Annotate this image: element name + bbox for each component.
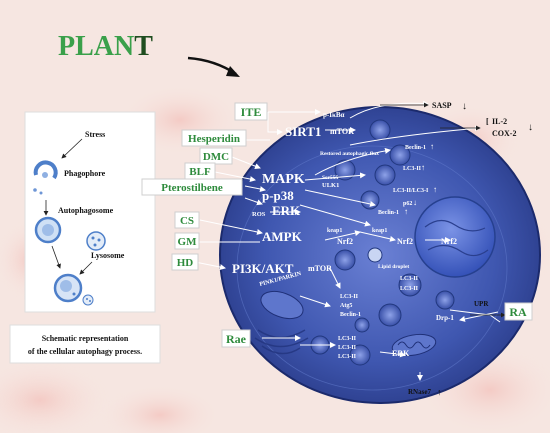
mtor-label-2: mTOR <box>308 264 332 273</box>
autolysosome-icon <box>53 273 83 303</box>
compound-labels: ITE Hesperidin DMC BLF Pterostilbene CS … <box>141 102 533 348</box>
lc3ii-label-1: LC3-II <box>403 166 422 172</box>
autophagosome-label: Autophagosome <box>58 206 114 215</box>
lipid-droplet-label: Lipid droplet <box>378 264 409 270</box>
beclin1-label-3: Beclin-1 <box>340 312 361 318</box>
p62-label-1: p62 <box>403 201 412 207</box>
ser555-label: Ser555 <box>322 175 338 181</box>
caption-line2: of the cellular autophagy process. <box>28 347 142 356</box>
compound-blf: BLF <box>189 166 211 178</box>
compound-ra: RA <box>509 305 527 319</box>
erk-small-label: ERK <box>392 349 410 358</box>
lc3ii-label-5: LC3-II <box>338 336 357 342</box>
il2-cox2-down-arrow: ↓ <box>528 122 533 133</box>
lysosome-label: Lysosome <box>91 251 125 260</box>
compound-cs: CS <box>180 215 194 227</box>
mapk-label: MAPK <box>262 172 305 187</box>
pp38-label: p-p38 <box>262 188 294 203</box>
nrf2-label-2: Nrf2 <box>397 237 413 246</box>
pikba-label: p-IκBα <box>323 111 345 119</box>
ampk-label: AMPK <box>262 229 303 244</box>
degradation-icon <box>82 294 94 306</box>
compound-hd: HD <box>177 257 194 269</box>
phagophore-label: Phagophore <box>64 169 106 178</box>
rnase7-label: RNase7 <box>408 388 431 396</box>
lc3ii-label-4: LC3-II <box>340 294 359 300</box>
compound-pterostilbene: Pterostilbene <box>161 182 223 194</box>
keap1-label-1: keap1 <box>327 228 342 234</box>
mitochondria-icon <box>260 290 437 357</box>
compound-ite: ITE <box>241 105 262 119</box>
atg5-label: Atg5 <box>340 303 352 309</box>
sasp-label: SASP <box>432 101 452 110</box>
ros-label: ROS <box>252 211 266 218</box>
cell-inner-ring <box>236 145 508 391</box>
phagophore-icon <box>33 160 58 195</box>
nrf2-label-1: Nrf2 <box>337 237 353 246</box>
compound-rae: Rae <box>226 332 247 346</box>
lysosome-icon <box>86 231 106 251</box>
lc3-ratio-label: LC3-II/LC3-I <box>393 188 429 194</box>
nrf2-label-3: Nrf2 <box>441 237 457 246</box>
title-plan: PLANT <box>58 31 153 62</box>
pi3k-akt-label: PI3K/AKT <box>232 261 294 276</box>
upr-label: UPR <box>474 300 489 308</box>
lc3ii-label-7: LC3-II <box>338 354 357 360</box>
ulk1-label: ULK1 <box>322 182 339 189</box>
lc3ii-label-3: LC3-II <box>400 286 419 292</box>
caption-line1: Schematic representation <box>42 334 129 343</box>
beclin1-up-arrow: ↑ <box>430 142 434 151</box>
lc3ii-up-arrow-1: ↑ <box>421 163 425 172</box>
compound-gm: GM <box>178 236 198 248</box>
pathway-labels: SIRT1 MAPK p-p38 ERK AMPK PI3K/AKT <box>232 124 321 276</box>
rnase7-up-arrow: ↑ <box>437 387 442 397</box>
p62-down-arrow: ↓ <box>413 198 417 207</box>
keap1-label-2: keap1 <box>372 228 387 234</box>
compound-hesperidin: Hesperidin <box>188 133 240 145</box>
erk-big-label: ERK <box>272 203 301 218</box>
output-arrows <box>380 102 506 318</box>
caption-box <box>9 324 161 364</box>
title-arrowhead <box>226 66 240 77</box>
beclin1-label-2: Beclin-1 <box>378 210 399 216</box>
nucleus <box>414 196 496 278</box>
lc3ii-label-6: LC3-II <box>338 345 357 351</box>
lipid-droplet-icon <box>367 247 383 263</box>
cox2-label: COX-2 <box>492 129 516 138</box>
sasp-down-arrow: ↓ <box>462 101 467 112</box>
brace-icon: [ <box>486 117 489 126</box>
stress-label: Stress <box>85 130 105 139</box>
autophagosome-icon <box>34 216 62 244</box>
beclin1-up-arrow-2: ↑ <box>404 207 408 216</box>
beclin1-label-1: Beclin-1 <box>405 145 426 151</box>
mtor-label-1: mTOR <box>330 127 354 136</box>
compound-dmc: DMC <box>203 151 229 163</box>
il2-label: IL-2 <box>492 117 507 126</box>
restored-flux-label: Restored autophagic flux <box>320 151 379 157</box>
lc3ii-label-2: LC3-II <box>400 276 419 282</box>
ratio-up-arrow: ↑ <box>433 185 437 194</box>
drp1-label: Drp-1 <box>436 314 454 322</box>
sirt1-label: SIRT1 <box>285 124 321 139</box>
